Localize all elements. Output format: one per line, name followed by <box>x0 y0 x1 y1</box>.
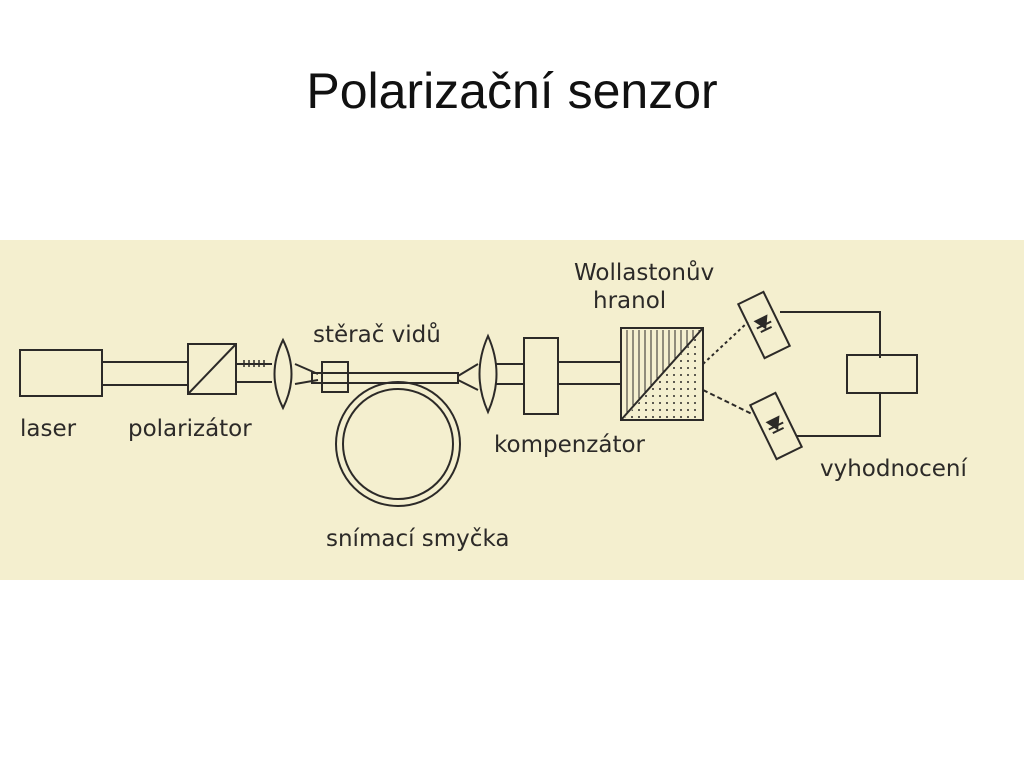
beam-segment <box>457 363 479 377</box>
polarizer-diagonal <box>187 343 237 395</box>
polarizer-cube <box>187 343 237 395</box>
slide-title: Polarizační senzor <box>306 63 718 119</box>
sensing-loop-outer <box>335 381 461 507</box>
label-wollaston-line1: Wollastonův <box>574 260 715 286</box>
diagram-scan: laser polarizátor stěrač vidů snímací sm… <box>0 240 1024 580</box>
beam-segment <box>457 379 479 391</box>
coupling-hash <box>243 360 265 367</box>
sensing-loop-inner <box>342 388 454 500</box>
label-wollaston-line2: hranol <box>593 288 667 314</box>
fiber-tube <box>311 372 459 384</box>
label-compensator: kompenzátor <box>494 432 646 458</box>
detector-upper <box>736 290 792 360</box>
lens-output <box>478 333 498 415</box>
evaluation-box <box>846 354 918 394</box>
label-laser: laser <box>20 416 77 442</box>
detector-lower <box>748 391 804 461</box>
output-beam-upper <box>702 321 749 365</box>
lens-input <box>273 337 293 411</box>
compensator-plate <box>523 337 559 415</box>
wire-lower <box>796 392 881 437</box>
laser-box <box>19 349 103 397</box>
beam-segment <box>294 379 319 385</box>
mode-stripper-block <box>321 361 349 393</box>
label-evaluation: vyhodnocení <box>820 456 967 482</box>
output-beam-lower <box>702 389 753 415</box>
label-mode-stripper: stěrač vidů <box>313 322 441 348</box>
wollaston-prism <box>620 327 704 421</box>
wollaston-hatch-fill <box>623 330 701 418</box>
label-polarizer: polarizátor <box>128 416 252 442</box>
polarization-sensor-diagram <box>19 290 918 507</box>
wire-upper <box>780 311 881 358</box>
label-sensing-loop: snímací smyčka <box>326 526 510 552</box>
wollaston-dots-fill <box>625 332 701 418</box>
